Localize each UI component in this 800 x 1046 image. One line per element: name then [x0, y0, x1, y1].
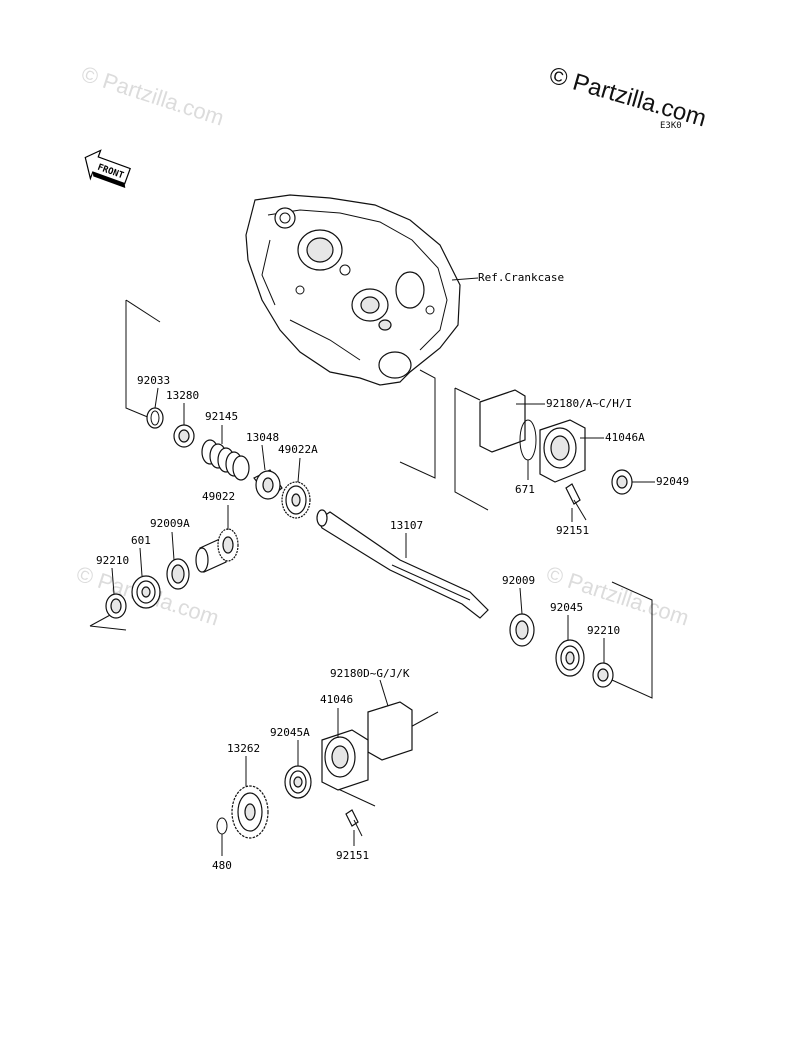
part-49022-gear: [195, 528, 239, 573]
label-92180D: 92180D~G/J/K: [330, 667, 410, 680]
label-92045A: 92045A: [270, 726, 310, 739]
svg-text:© Partzilla.com: © Partzilla.com: [546, 62, 709, 133]
bracket-line: [454, 388, 489, 511]
label-49022A: 49022A: [278, 443, 318, 456]
bracket-line: [454, 387, 481, 401]
leader-line: [379, 679, 389, 707]
watermark-mid-right: © Partzilla.com: [543, 561, 692, 631]
bracket-line: [611, 581, 653, 699]
brand-logo: © Partzilla.com: [546, 62, 709, 133]
part-41046-housing: [321, 729, 369, 791]
part-92180A-gasket: [479, 389, 526, 453]
leader-line: [154, 387, 159, 409]
label-49022: 49022: [202, 490, 235, 503]
label-13262: 13262: [227, 742, 260, 755]
label-41046: 41046: [320, 693, 353, 706]
bracket-line: [125, 299, 161, 323]
label-13280: 13280: [166, 389, 199, 402]
leader-line: [261, 444, 266, 471]
label-480: 480: [212, 859, 232, 872]
front-arrow-icon: FRONT: [84, 149, 131, 189]
label-92151-lower: 92151: [336, 849, 369, 862]
leader-line: [139, 547, 143, 577]
label-92009A: 92009A: [150, 517, 190, 530]
label-92145: 92145: [205, 410, 238, 423]
crankcase-leader: [451, 277, 479, 281]
part-13048-hub: [253, 469, 283, 500]
label-92210-left: 92210: [96, 554, 129, 567]
label-41046A: 41046A: [605, 431, 645, 444]
part-601-bearing: [131, 575, 161, 609]
part-13280-collar: [173, 424, 195, 448]
leader-line: [519, 587, 523, 615]
label-92009: 92009: [502, 574, 535, 587]
crankcase-illustration: [245, 194, 461, 386]
part-92180D-gasket: [367, 701, 413, 761]
part-92045-bearing: [555, 639, 585, 677]
part-92210-seal-left: [105, 593, 127, 619]
label-92033: 92033: [137, 374, 170, 387]
part-13262-gear: [231, 785, 269, 839]
leader-line: [111, 567, 115, 595]
bracket-line: [125, 300, 151, 419]
part-92009A-ring: [166, 558, 190, 590]
svg-text:© Partzilla.com: © Partzilla.com: [78, 61, 227, 131]
part-92151-bolt-lower: [345, 809, 363, 837]
label-92049: 92049: [656, 475, 689, 488]
part-49022A-gear: [281, 481, 311, 519]
bracket-line: [335, 787, 376, 807]
part-41046A-housing: [539, 419, 586, 483]
part-92009-ring: [509, 613, 535, 647]
label-601: 601: [131, 534, 151, 547]
label-92045: 92045: [550, 601, 583, 614]
watermark-top-left: © Partzilla.com: [78, 61, 227, 131]
part-13107-shaft: [316, 509, 489, 619]
part-92049-seal: [611, 469, 633, 495]
bracket-line: [399, 369, 436, 479]
crankcase-label: Ref.Crankcase: [478, 271, 564, 284]
part-92045A-bearing: [284, 765, 312, 799]
label-13048: 13048: [246, 431, 279, 444]
label-92151-upper: 92151: [556, 524, 589, 537]
label-671: 671: [515, 483, 535, 496]
label-92180A: 92180/A~C/H/I: [546, 397, 632, 410]
part-92145-spring: [201, 439, 250, 481]
bracket-line: [89, 613, 113, 627]
part-480-snapring: [216, 817, 228, 835]
svg-text:© Partzilla.com: © Partzilla.com: [543, 561, 692, 631]
diagram-code: E3K0: [660, 121, 682, 131]
label-13107: 13107: [390, 519, 423, 532]
part-92033-circlip: [146, 407, 164, 429]
part-92151-bolt-upper: [565, 483, 587, 521]
leader-line: [171, 531, 175, 561]
leader-line: [297, 457, 301, 483]
part-92210-seal-right: [592, 662, 614, 688]
label-92210-right: 92210: [587, 624, 620, 637]
bracket-line: [89, 625, 127, 631]
